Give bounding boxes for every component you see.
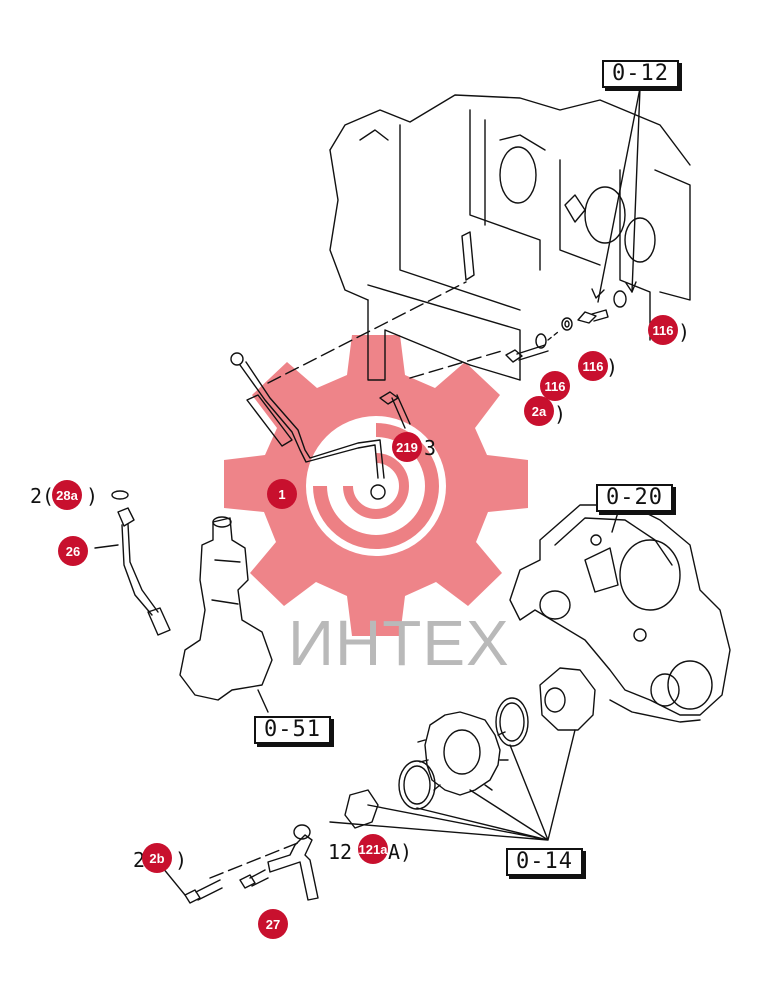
callout-1[interactable]: 1 [267, 479, 297, 509]
watermark-text: ИНТЕХ [288, 607, 510, 679]
callout-2a[interactable]: 2a [524, 396, 554, 426]
engine-block [329, 94, 691, 381]
label-fragment-28a-post: ) [86, 484, 99, 508]
label-fragment-116-mid: ) [606, 355, 619, 379]
injection-pump [179, 516, 273, 713]
label-fragment-2b-post: ) [175, 848, 188, 872]
ref-box-0-20[interactable]: 0-20 [596, 484, 673, 512]
timing-case [509, 485, 731, 723]
label-fragment-121a-pre: 12 [328, 840, 353, 864]
label-fragment-219: 3 [424, 436, 437, 460]
leaders-012 [591, 87, 641, 303]
label-fragment-28a-pre: 2( [30, 484, 55, 508]
callout-219[interactable]: 219 [392, 432, 422, 462]
callout-28a[interactable]: 28a [52, 480, 82, 510]
callout-116-mid[interactable]: 116 [578, 351, 608, 381]
ref-box-0-12[interactable]: 0-12 [602, 60, 679, 88]
callout-26[interactable]: 26 [58, 536, 88, 566]
label-fragment-121a-post: A) [388, 840, 413, 864]
label-fragment-116-top: ) [678, 320, 691, 344]
bolts-upper [379, 290, 627, 429]
label-fragment-2a: ) [554, 402, 567, 426]
watermark-arc-inner [343, 453, 409, 519]
ref-box-0-51[interactable]: 0-51 [254, 716, 331, 744]
callout-27[interactable]: 27 [258, 909, 288, 939]
ref-box-0-14[interactable]: 0-14 [506, 848, 583, 876]
callout-116-low[interactable]: 116 [540, 371, 570, 401]
callout-116-top[interactable]: 116 [648, 315, 678, 345]
pipe-26 [94, 490, 171, 636]
callout-2b[interactable]: 2b [142, 843, 172, 873]
pipe-1 [230, 281, 506, 500]
gear-set [329, 667, 596, 841]
callout-121a[interactable]: 121a [358, 834, 388, 864]
